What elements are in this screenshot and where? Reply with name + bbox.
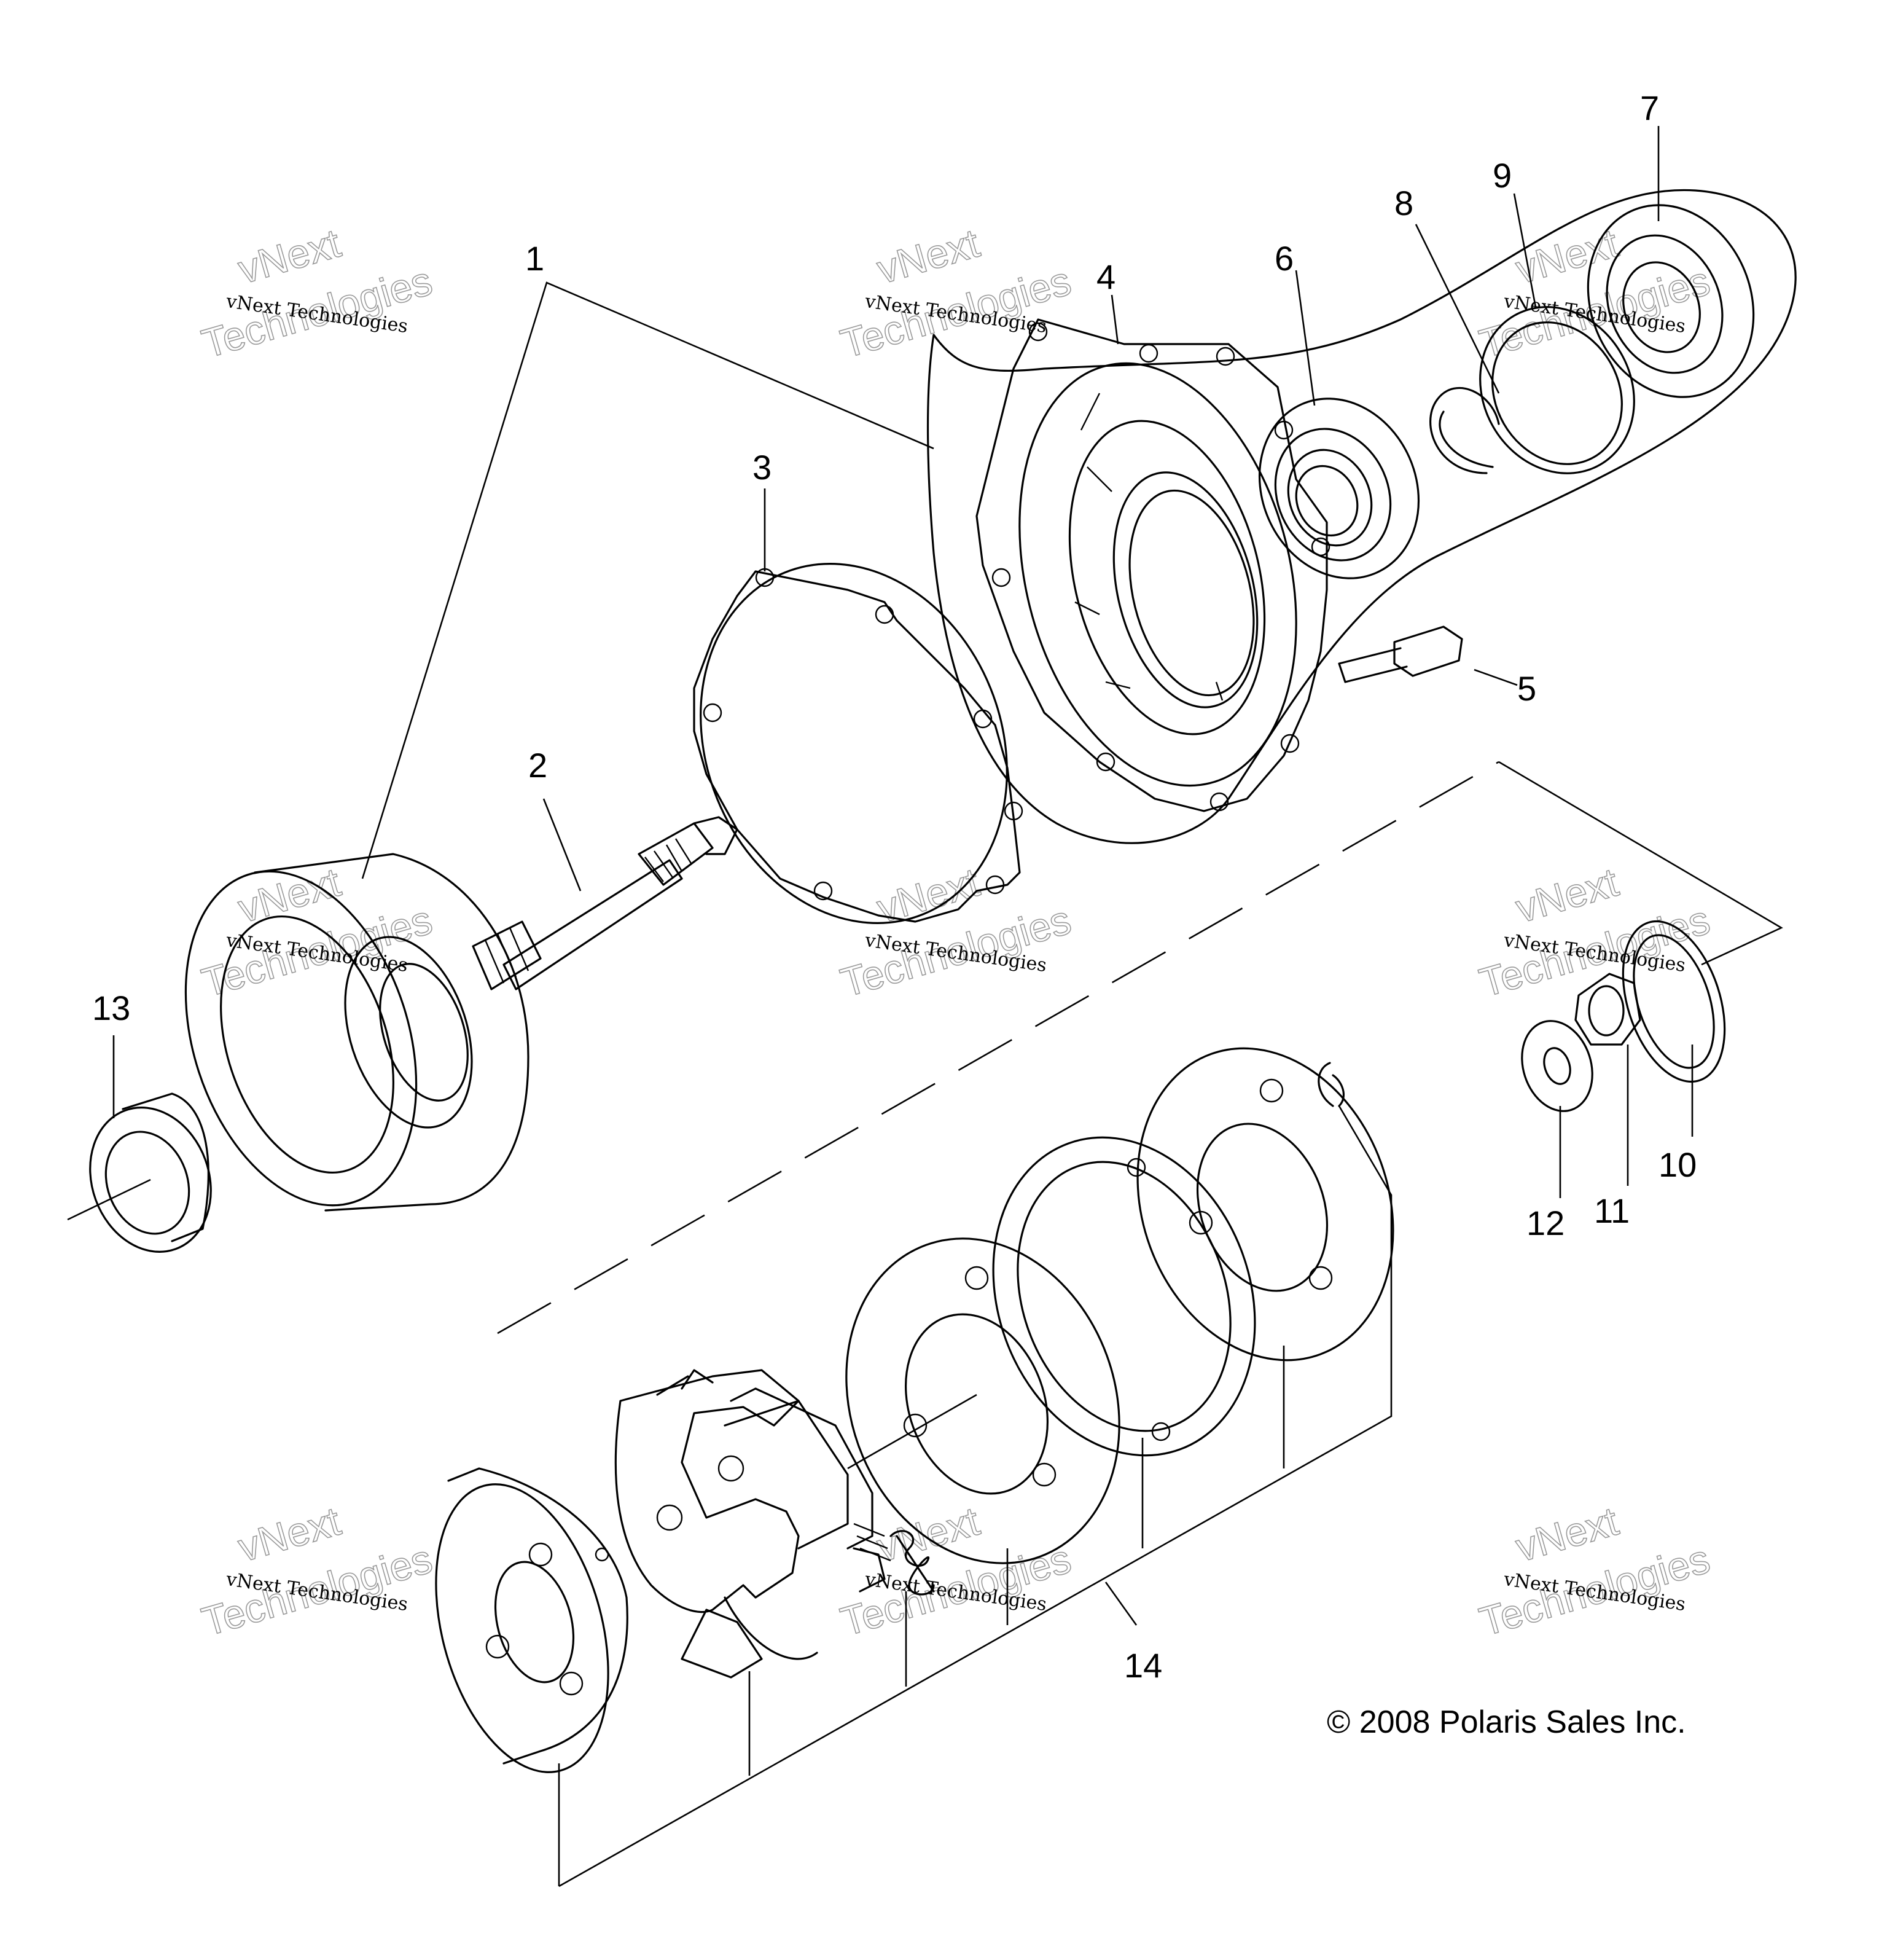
watermark: vNext Technologies vNext Technologies: [835, 858, 1076, 1006]
callout-13: 13: [92, 989, 130, 1027]
part-3-gasket: [693, 563, 1023, 924]
watermark-brand: vNext: [233, 859, 346, 931]
clutch-plate: [992, 1136, 1256, 1457]
copyright-notice: © 2008 Polaris Sales Inc.: [1327, 1704, 1686, 1740]
callout-labels: 1 2 3 4 5 6 7 8 9 10 11 12 13 14: [92, 88, 1697, 1685]
callout-4: 4: [1096, 257, 1115, 296]
part-7-seal: [1587, 204, 1755, 398]
part-1-clutch-drum: [184, 853, 529, 1212]
callout-10: 10: [1658, 1145, 1697, 1184]
callout-2: 2: [528, 746, 547, 785]
callout-3: 3: [752, 448, 772, 487]
clutch-hub: [435, 1483, 609, 1773]
callout-8: 8: [1394, 184, 1413, 222]
clutch-plate: [845, 1237, 1120, 1564]
part-6-bearing: [1258, 398, 1420, 579]
part-12-washer: [1521, 1020, 1593, 1112]
watermark-layer: vNext Technologies vNext Technologies vN…: [197, 219, 1715, 1645]
watermark-brand: vNext: [1511, 859, 1623, 931]
callout-11: 11: [1594, 1191, 1630, 1230]
part-11-nut: [1574, 973, 1641, 1046]
watermark-brand: vNext: [233, 220, 346, 292]
clutch-shoe: [614, 1369, 800, 1613]
clutch-plate: [1136, 1047, 1394, 1362]
part-5-bolt: [1338, 625, 1463, 683]
watermark-brand: vNext: [872, 859, 985, 931]
callout-6: 6: [1275, 239, 1294, 278]
callout-12: 12: [1526, 1204, 1565, 1242]
part-9-retaining-ring: [1479, 306, 1635, 474]
part-2-shaft: [472, 816, 738, 990]
watermark: vNext Technologies vNext Technologies: [197, 1497, 437, 1645]
watermark: vNext Technologies vNext Technologies: [835, 219, 1076, 367]
part-13-seal: [89, 1092, 212, 1253]
assembly-outline-1: [926, 189, 1797, 844]
callout-1: 1: [525, 239, 544, 278]
clutch-circlip: [1318, 1062, 1345, 1107]
part-10-washer: [1622, 920, 1726, 1083]
watermark: vNext Technologies vNext Technologies: [197, 219, 437, 367]
callout-9: 9: [1493, 156, 1512, 195]
watermark-brand: vNext: [872, 220, 985, 292]
part-8-snap-ring: [1429, 386, 1500, 474]
part-4-housing: [975, 318, 1330, 812]
callout-7: 7: [1640, 88, 1659, 127]
callout-5: 5: [1517, 669, 1536, 708]
clutch-spring: [889, 1530, 935, 1596]
leader-lines: [67, 126, 1783, 1887]
callout-14: 14: [1124, 1646, 1162, 1685]
watermark: vNext Technologies vNext Technologies: [1474, 1497, 1715, 1645]
watermark-brand: vNext: [1511, 1498, 1623, 1570]
part-14-clutch-shoe-assembly: [435, 1047, 1394, 1773]
watermark-brand: vNext: [233, 1498, 346, 1570]
